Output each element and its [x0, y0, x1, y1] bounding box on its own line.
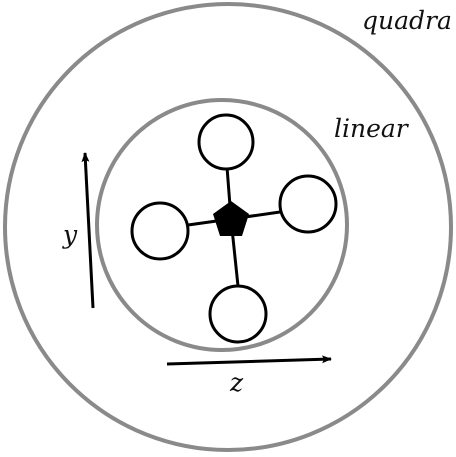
- rotor-right: [278, 174, 338, 234]
- y-axis-label: y: [63, 220, 78, 249]
- body-pentagon-icon: [213, 201, 249, 236]
- y-axis-arrow: [81, 152, 95, 309]
- rotor-left: [130, 201, 190, 261]
- quadratic-region-ring: [3, 2, 453, 452]
- linear-region-label: linear: [334, 114, 408, 143]
- z-axis-label: z: [230, 368, 244, 397]
- rotor-bottom: [208, 284, 268, 344]
- quadratic-region-label: quadra: [362, 6, 452, 35]
- rotor-top: [197, 113, 255, 171]
- z-axis-arrow: [166, 355, 332, 366]
- linear-region-ring: [95, 98, 349, 352]
